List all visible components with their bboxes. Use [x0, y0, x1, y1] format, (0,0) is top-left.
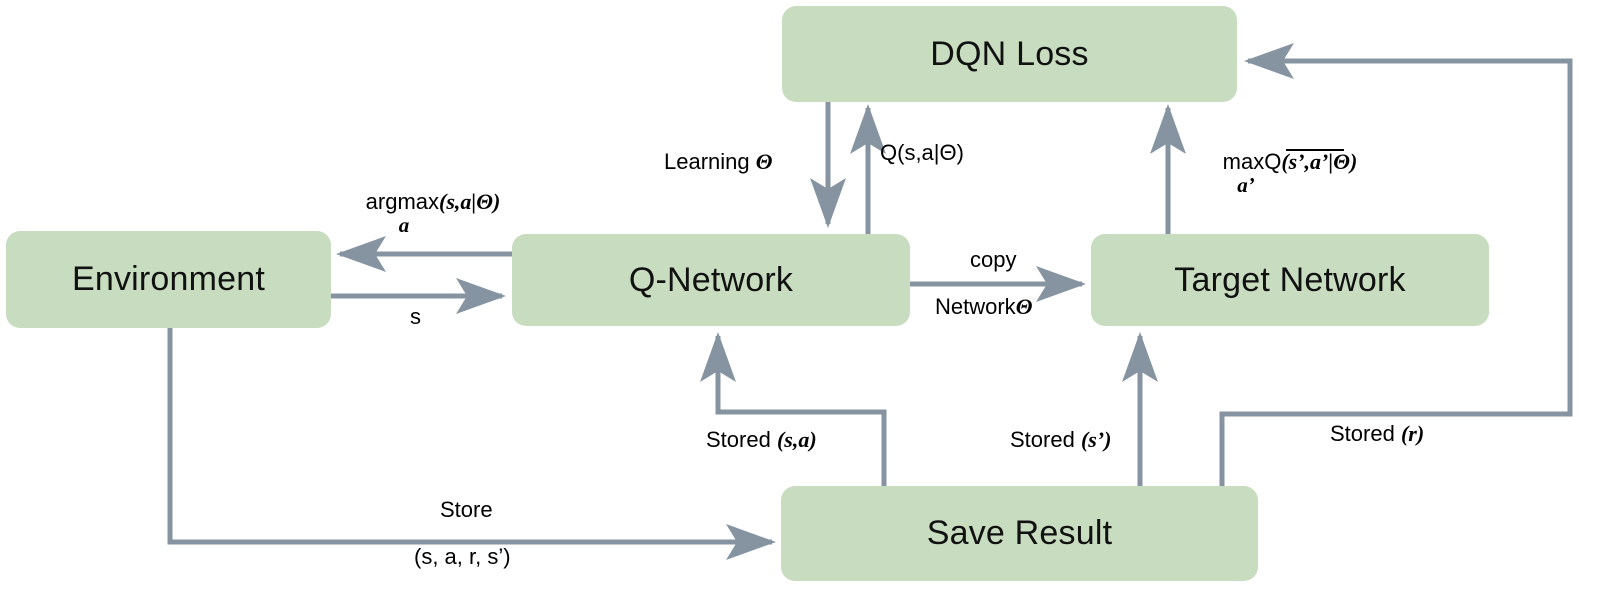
edge-label-argmax-main: argmax — [365, 189, 439, 214]
edge-label-stored-sa: Stored (s,a) — [706, 428, 817, 452]
edge-label-store-tuple: (s, a, r, s’) — [414, 544, 511, 569]
edge-label-copy: copy — [970, 247, 1017, 272]
edge-label-stored-sa-math: (s,a) — [776, 427, 817, 452]
edge-label-maxq-main: maxQ — [1222, 149, 1282, 174]
edge-label-stored-s-prime-main: Stored — [1010, 427, 1081, 452]
edge-label-s: s — [410, 304, 421, 329]
node-environment[interactable]: Environment — [6, 231, 331, 328]
edge-label-stored-r-math: (r) — [1400, 421, 1425, 446]
edge-label-stored-s-prime: Stored (s’) — [1010, 428, 1111, 452]
edge-label-stored-r-main: Stored — [1330, 421, 1401, 446]
node-q-network[interactable]: Q-Network — [512, 234, 910, 326]
edge-label-maxq-math: (s’,a’|Θ) — [1281, 148, 1358, 174]
edge-label-network-main: Network — [935, 294, 1016, 319]
edge-label-learning-math: Θ — [755, 149, 773, 174]
node-target-network[interactable]: Target Network — [1091, 234, 1489, 326]
edge-label-learning-theta: Learning Θ — [664, 150, 773, 174]
edge-label-network-math: Θ — [1015, 294, 1033, 319]
node-save-result[interactable]: Save Result — [781, 486, 1258, 581]
node-save-result-label: Save Result — [926, 514, 1113, 552]
node-dqn-loss[interactable]: DQN Loss — [782, 6, 1237, 102]
node-q-network-label: Q-Network — [628, 260, 794, 299]
edge-label-stored-sa-main: Stored — [706, 427, 777, 452]
node-target-network-label: Target Network — [1174, 260, 1406, 299]
edge-label-q-s-a-theta: Q(s,a|Θ) — [880, 140, 964, 165]
edge-label-argmax-math: (s,a|Θ) — [439, 189, 501, 214]
node-environment-label: Environment — [71, 260, 266, 298]
edge-label-stored-r: Stored (r) — [1330, 422, 1424, 446]
edge-label-argmax: argmax(s,a|Θ) a — [338, 190, 528, 236]
edge-label-maxq-sub: a’ — [1237, 172, 1255, 197]
edge-label-stored-s-prime-math: (s’) — [1080, 427, 1112, 452]
node-dqn-loss-label: DQN Loss — [930, 34, 1089, 73]
edge-label-argmax-sub: a — [398, 212, 410, 237]
edge-label-learning-main: Learning — [664, 149, 756, 174]
edge-label-maxq: maxQ(s’,a’|Θ) a’ — [1190, 148, 1390, 196]
edge-label-store: Store — [440, 497, 493, 522]
edge-save-to-q — [700, 331, 887, 486]
edge-label-network-theta: NetworkΘ — [935, 295, 1032, 319]
